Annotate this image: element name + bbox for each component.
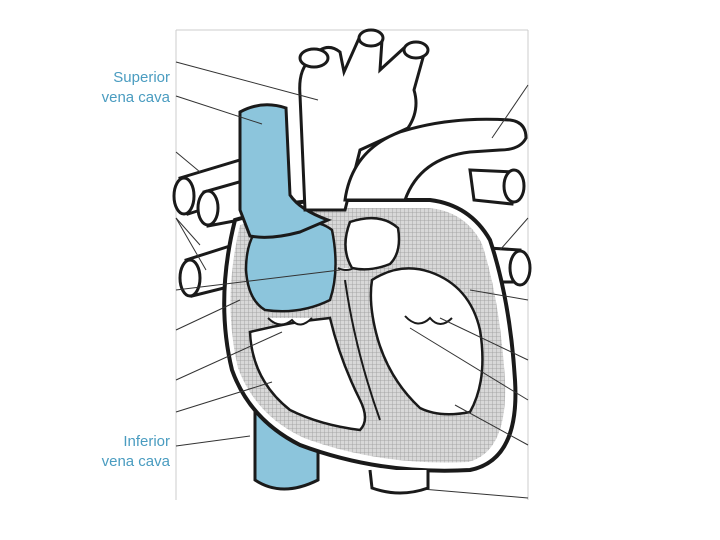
label-ivc-line2: vena cava: [101, 453, 170, 470]
leader-lines: [175, 61, 529, 499]
label-svc-line1: Superior: [113, 69, 170, 86]
descending-aorta: [368, 469, 430, 495]
left-atrium: [344, 216, 401, 271]
septum: [344, 279, 381, 421]
label-superior-vena-cava: Superior vena cava: [102, 68, 170, 108]
right-atrium: [244, 220, 337, 313]
label-ivc-line1: Inferior: [123, 433, 170, 450]
superior-vena-cava: [238, 103, 333, 239]
left-ventricle: [369, 267, 484, 416]
label-inferior-vena-cava: Inferior vena cava: [102, 432, 170, 472]
left-pulmonary-tubes: [172, 158, 252, 298]
aorta: [298, 28, 430, 212]
label-svc-line2: vena cava: [101, 89, 170, 106]
pulmonary-artery: [343, 117, 528, 202]
right-ventricle: [248, 316, 367, 432]
